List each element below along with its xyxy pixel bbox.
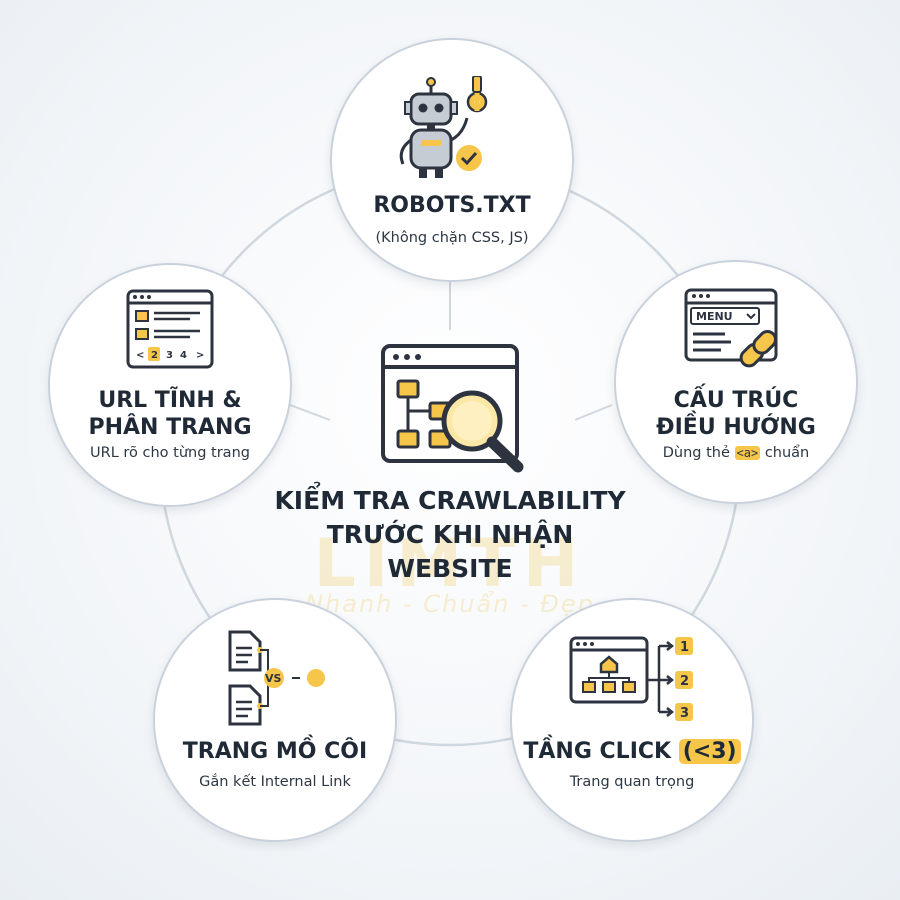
- anchor-tag-code: <a>: [734, 446, 761, 460]
- center-title-line-2: TRƯỚC KHI NHẬN: [326, 520, 574, 549]
- node-click-depth: 1 2 3 TẦNG CLICK (<3) Trang quan trọng: [510, 598, 754, 842]
- click-depth-icon: 1 2 3: [512, 634, 752, 726]
- pager-4: 4: [180, 350, 187, 361]
- sub-after: chuẩn: [764, 445, 810, 461]
- node-navigation: MENU CẤU TRÚC ĐIỀU HƯỚNG Dùng thẻ <a> ch…: [614, 260, 858, 504]
- node-static-url-title: URL TĨNH & PHÂN TRANG: [60, 387, 280, 441]
- center-title-line-1: KIỂM TRA CRAWLABILITY: [274, 486, 626, 515]
- center-title: KIỂM TRA CRAWLABILITY TRƯỚC KHI NHẬN WEB…: [250, 484, 650, 586]
- node-static-url-title-line-2: PHÂN TRANG: [88, 415, 252, 440]
- click-depth-title-main: TẦNG CLICK: [523, 739, 672, 764]
- robot-key-icon: [332, 76, 572, 188]
- node-robots-txt: ROBOTS.TXT (Không chặn CSS, JS): [330, 38, 574, 282]
- browser-magnifier-icon: [380, 343, 525, 483]
- pagination-page-icon: < 2 3 4 >: [50, 287, 290, 371]
- pager-next: >: [196, 350, 204, 361]
- node-orphan-subtitle: Gắn kết Internal Link: [199, 774, 351, 790]
- node-click-depth-title: TẦNG CLICK (<3): [522, 738, 742, 765]
- center-title-line-3: WEBSITE: [387, 554, 513, 583]
- node-navigation-title-line-1: CẤU TRÚC: [673, 388, 799, 413]
- node-static-url: < 2 3 4 > URL TĨNH & PHÂN TRANG URL rõ c…: [48, 263, 292, 507]
- node-static-url-subtitle: URL rõ cho từng trang: [90, 445, 250, 461]
- level-2: 2: [680, 674, 689, 689]
- sub-before: Dùng thẻ: [662, 445, 730, 461]
- watermark-logo: LIMTH: [313, 525, 587, 602]
- pager-3: 3: [166, 350, 173, 361]
- node-navigation-subtitle: Dùng thẻ <a> chuẩn: [621, 445, 851, 461]
- click-depth-badge: (<3): [678, 739, 741, 764]
- node-navigation-title-line-2: ĐIỀU HƯỚNG: [656, 415, 816, 440]
- vs-label: VS: [265, 672, 282, 685]
- pager-2: 2: [151, 350, 158, 361]
- node-robots-title: ROBOTS.TXT: [373, 193, 531, 218]
- node-click-depth-subtitle: Trang quan trọng: [569, 774, 695, 790]
- level-1: 1: [680, 640, 689, 655]
- pager-prev: <: [136, 350, 144, 361]
- node-static-url-title-line-1: URL TĨNH &: [98, 388, 242, 413]
- node-orphan-pages: VS TRANG MỒ CÔI Gắn kết Internal Link: [153, 598, 397, 842]
- orphan-documents-icon: VS: [155, 630, 395, 726]
- node-orphan-title: TRANG MỒ CÔI: [182, 739, 368, 764]
- watermark-tagline: Nhanh - Chuẩn - Đẹp: [305, 590, 595, 618]
- node-robots-subtitle: (Không chặn CSS, JS): [375, 230, 529, 246]
- level-3: 3: [680, 706, 689, 721]
- menu-label: MENU: [696, 310, 733, 323]
- node-navigation-title: CẤU TRÚC ĐIỀU HƯỚNG: [626, 387, 846, 441]
- menu-link-icon: MENU: [616, 286, 856, 376]
